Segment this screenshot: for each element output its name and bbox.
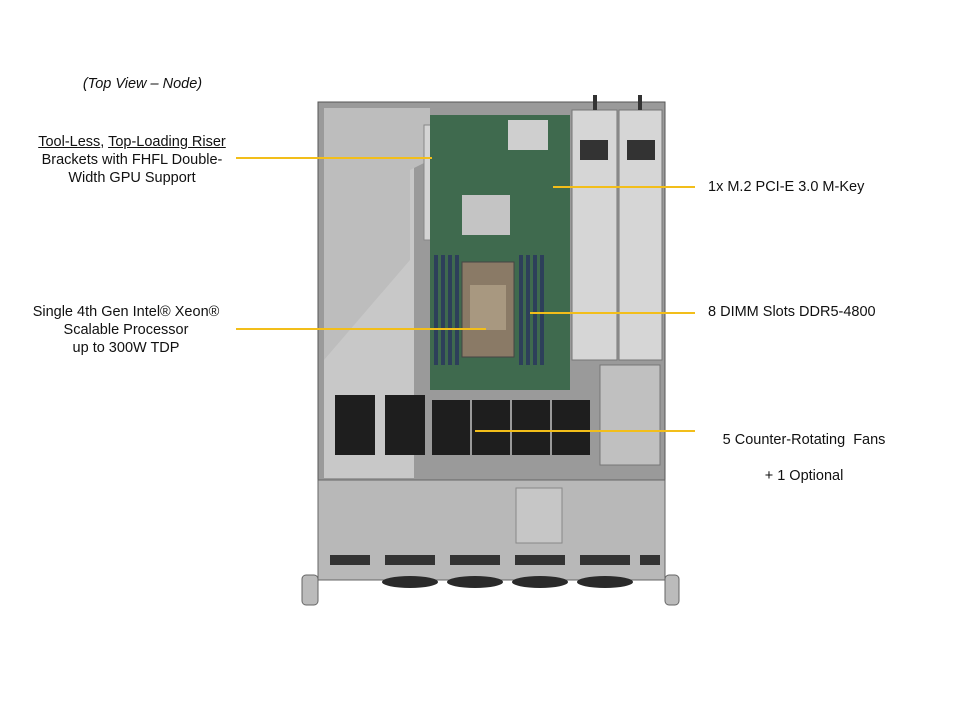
fans-label-line2: + 1 Optional bbox=[764, 468, 844, 484]
riser-label-part2: Top-Loading Riser bbox=[108, 134, 226, 150]
fans bbox=[335, 395, 590, 455]
riser-label-part1: Tool-Less bbox=[38, 134, 101, 150]
riser-label-line3: Width GPU Support bbox=[68, 170, 196, 186]
callout-riser: Tool-Less, Top-Loading Riser Brackets wi… bbox=[22, 133, 242, 187]
right-handle bbox=[664, 574, 680, 606]
view-title: (Top View – Node) bbox=[82, 76, 203, 92]
callout-cpu: Single 4th Gen Intel® Xeon® Scalable Pro… bbox=[16, 303, 236, 357]
cpu-label-line3: up to 300W TDP bbox=[72, 340, 180, 356]
cpu-leader-line bbox=[236, 328, 486, 330]
m2-label: 1x M.2 PCI-E 3.0 M-Key bbox=[708, 179, 865, 195]
left-handle bbox=[301, 574, 319, 606]
dimm-leader-line bbox=[530, 312, 695, 314]
riser-leader-line bbox=[236, 157, 432, 159]
callout-m2: 1x M.2 PCI-E 3.0 M-Key bbox=[708, 178, 864, 196]
cpu-label-line2: Scalable Processor bbox=[63, 322, 189, 338]
fans-leader-line bbox=[475, 430, 695, 432]
riser-label-sep: , bbox=[100, 134, 109, 150]
riser-label-line2: Brackets with FHFL Double- bbox=[41, 152, 223, 168]
callout-fans: 5 Counter-Rotating Fans + 1 Optional bbox=[705, 413, 895, 485]
cpu-label-line1: Single 4th Gen Intel® Xeon® bbox=[32, 304, 220, 320]
dimm-label: 8 DIMM Slots DDR5-4800 bbox=[708, 304, 876, 320]
fans-label-line1: 5 Counter-Rotating Fans bbox=[722, 432, 886, 448]
callout-dimm: 8 DIMM Slots DDR5-4800 bbox=[708, 303, 876, 321]
m2-leader-line bbox=[553, 186, 695, 188]
